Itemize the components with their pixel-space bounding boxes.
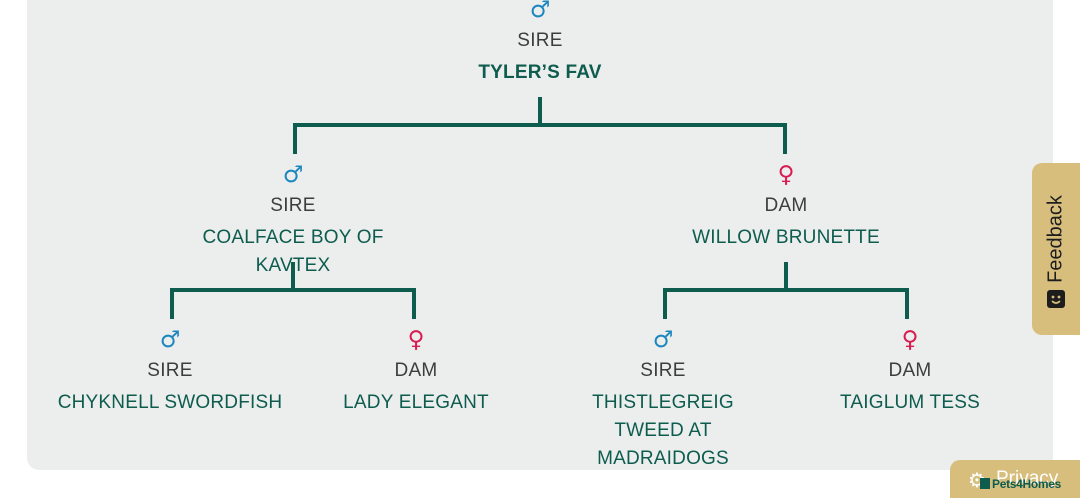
privacy-label: Privacy (996, 468, 1059, 489)
pedigree-node-sire-sire: ♂ SIRE CHYKNELL SWORDFISH (40, 329, 300, 417)
female-icon: ♀ (777, 162, 795, 188)
node-role: SIRE (147, 360, 193, 381)
female-icon: ♀ (407, 327, 425, 353)
pedigree-node-sire-dam: ♀ DAM LADY ELEGANT (286, 329, 546, 417)
smiley-icon (1047, 290, 1065, 308)
node-name: COALFACE BOY OF KAVTEX (202, 227, 384, 276)
node-role: DAM (764, 195, 808, 216)
node-name: WILLOW BRUNETTE (692, 227, 880, 248)
pedigree-node-dam: ♀ DAM WILLOW BRUNETTE (656, 164, 916, 252)
male-icon: ♂ (282, 162, 304, 188)
pedigree-node-dam-sire: ♂ SIRE THISTLEGREIG TWEED AT MADRAIDOGS (533, 329, 793, 473)
node-name: LADY ELEGANT (343, 392, 489, 413)
pedigree-node-sire: ♂ SIRE COALFACE BOY OF KAVTEX (163, 164, 423, 280)
male-icon: ♂ (652, 327, 674, 353)
node-role: DAM (888, 360, 932, 381)
feedback-button[interactable]: Feedback (1032, 163, 1080, 335)
pedigree-card (27, 0, 1053, 470)
male-icon: ♂ (159, 327, 181, 353)
home-icon (980, 478, 990, 489)
pedigree-node-root: ♂ SIRE TYLER’S FAV (410, 0, 670, 87)
node-role: SIRE (270, 195, 316, 216)
female-icon: ♀ (901, 327, 919, 353)
male-icon: ♂ (529, 0, 551, 23)
pedigree-node-dam-dam: ♀ DAM TAIGLUM TESS (780, 329, 1040, 417)
node-role: SIRE (640, 360, 686, 381)
node-name: THISTLEGREIG TWEED AT MADRAIDOGS (592, 392, 734, 469)
brand-label: Pets4Homes (992, 477, 1062, 491)
node-role: SIRE (517, 30, 563, 51)
feedback-label: Feedback (1044, 195, 1067, 283)
node-name: TYLER’S FAV (478, 62, 602, 83)
node-name: CHYKNELL SWORDFISH (57, 392, 283, 413)
brand-logo: Pets4Homes (980, 477, 1061, 491)
node-role: DAM (394, 360, 438, 381)
privacy-button[interactable]: ⚙ Privacy Pets4Homes (950, 460, 1080, 498)
node-name: TAIGLUM TESS (839, 392, 980, 413)
